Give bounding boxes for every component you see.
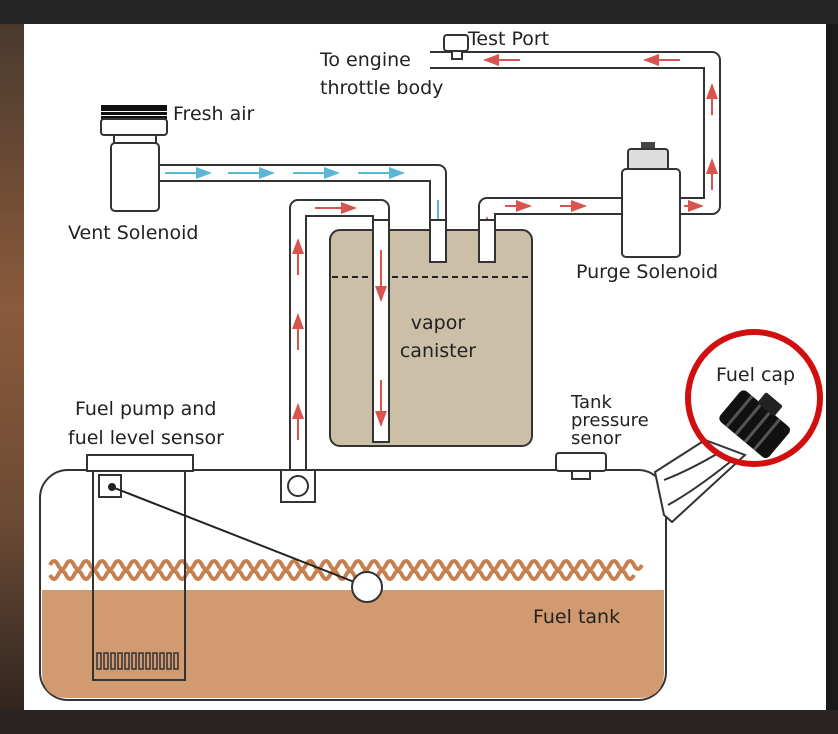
vapor-canister-label-line1: vapor (390, 312, 486, 334)
to-engine-label-line1: To engine (320, 49, 411, 71)
purge-solenoid (622, 142, 680, 257)
to-engine-label-line2: throttle body (320, 77, 443, 99)
canister-air-port (430, 220, 446, 262)
fuel-cap (717, 379, 799, 460)
fuel-pump-label-line1: Fuel pump and (75, 398, 216, 420)
fuel-cap-label: Fuel cap (716, 364, 795, 386)
tank-pressure-label-line3: senor (571, 429, 621, 448)
vapor-canister-label-line2: canister (390, 340, 486, 362)
fuel-level-float (352, 572, 382, 602)
vent-solenoid (101, 105, 167, 211)
vent-solenoid-label: Vent Solenoid (68, 222, 198, 244)
canister-purge-port (479, 220, 495, 262)
fuel-pump-label-line2: fuel level sensor (68, 427, 224, 449)
fuel-tank-label: Fuel tank (533, 606, 620, 628)
fresh-air-label: Fresh air (173, 103, 254, 125)
test-port-label: Test Port (468, 28, 549, 50)
filler-neck (655, 440, 745, 522)
purge-solenoid-label: Purge Solenoid (576, 261, 718, 283)
